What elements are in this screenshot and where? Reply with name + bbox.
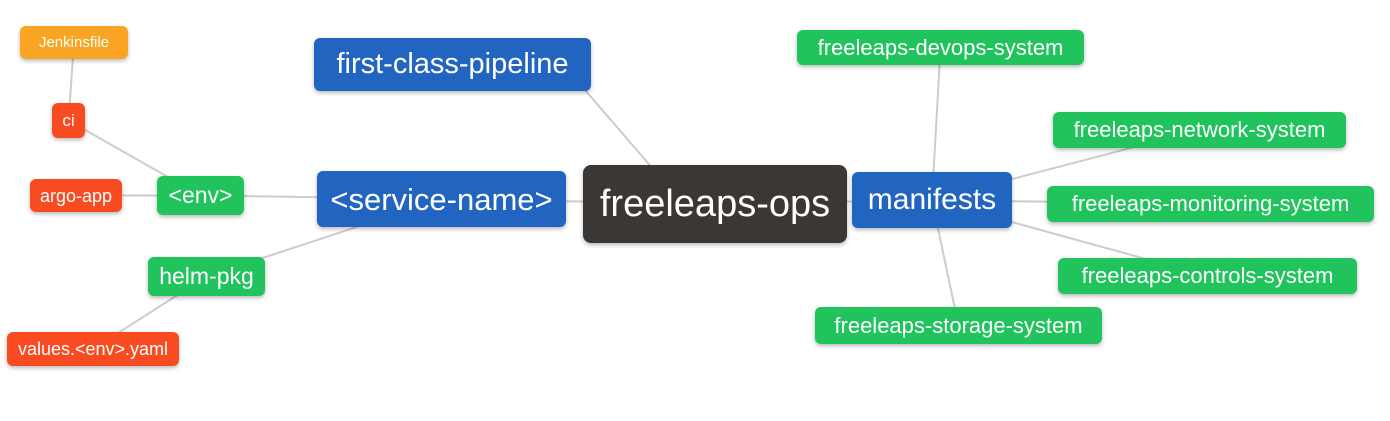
mindmap-node-manifests[interactable]: manifests <box>852 172 1012 228</box>
mindmap-node-storage-system[interactable]: freeleaps-storage-system <box>815 307 1102 344</box>
mindmap-node-env[interactable]: <env> <box>157 176 244 215</box>
edge-first-class-pipeline-freeleaps-ops <box>581 86 653 168</box>
mindmap-node-first-class-pipeline[interactable]: first-class-pipeline <box>314 38 591 91</box>
mindmap-node-monitoring-system[interactable]: freeleaps-monitoring-system <box>1047 186 1374 222</box>
mindmap-node-values-env-yaml[interactable]: values.<env>.yaml <box>7 332 179 366</box>
mindmap-node-freeleaps-ops[interactable]: freeleaps-ops <box>583 165 847 243</box>
mindmap-node-controls-system[interactable]: freeleaps-controls-system <box>1058 258 1357 294</box>
mindmap-node-helm-pkg[interactable]: helm-pkg <box>148 257 265 296</box>
mindmap-node-network-system[interactable]: freeleaps-network-system <box>1053 112 1346 148</box>
mindmap-node-devops-system[interactable]: freeleaps-devops-system <box>797 30 1084 65</box>
mindmap-node-service-name[interactable]: <service-name> <box>317 171 566 227</box>
mindmap-node-argo-app[interactable]: argo-app <box>30 179 122 212</box>
mindmap-node-ci[interactable]: ci <box>52 103 85 138</box>
mindmap-node-jenkinsfile[interactable]: Jenkinsfile <box>20 26 128 59</box>
